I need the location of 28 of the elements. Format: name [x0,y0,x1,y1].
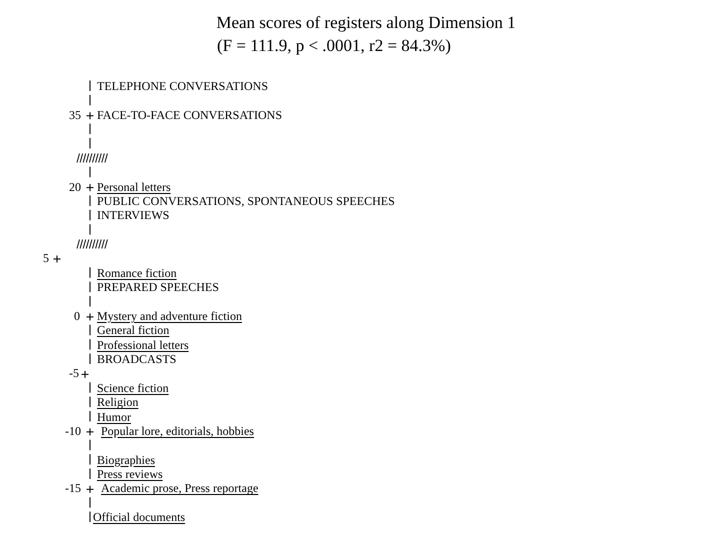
statistics-subtitle: (F = 111.9, p < .0001, r2 = 84.3%) [217,36,451,56]
register-label: INTERVIEWS [97,208,170,222]
axis-value-label: -10 [65,424,81,438]
register-label: Religion [97,395,138,410]
register-label: Humor [97,410,131,424]
register-label: Romance fiction [97,266,177,280]
register-label: Personal letters [97,180,171,194]
register-label: FACE-TO-FACE CONVERSATIONS [97,108,282,122]
register-label: General fiction [97,323,170,338]
register-label: Press reviews [97,466,163,481]
register-label: Science fiction [97,380,169,395]
register-label: Mystery and adventure fiction [97,308,242,323]
diagram-title: Mean scores of registers along Dimension 1 [216,13,516,33]
register-label: PREPARED SPEECHES [97,280,219,294]
register-label: Academic prose, Press reportage [101,481,258,496]
register-label: Professional letters [97,338,189,352]
axis-value-label: 5 [43,251,49,266]
register-label: BROADCASTS [97,352,176,366]
register-label: Official documents [93,510,186,524]
axis-value-label: -15 [65,481,81,496]
register-label: PUBLIC CONVERSATIONS, SPONTANEOUS SPEECHES [97,194,395,208]
axis-value-label: -5 [69,366,79,380]
axis-value-label: 20 [69,180,81,194]
register-label: Popular lore, editorials, hobbies [101,424,254,438]
register-label: Biographies [97,452,155,467]
axis-value-label: 35 [69,108,81,122]
register-label: TELEPHONE CONVERSATIONS [97,79,268,93]
axis-value-label: 0 [74,308,80,323]
